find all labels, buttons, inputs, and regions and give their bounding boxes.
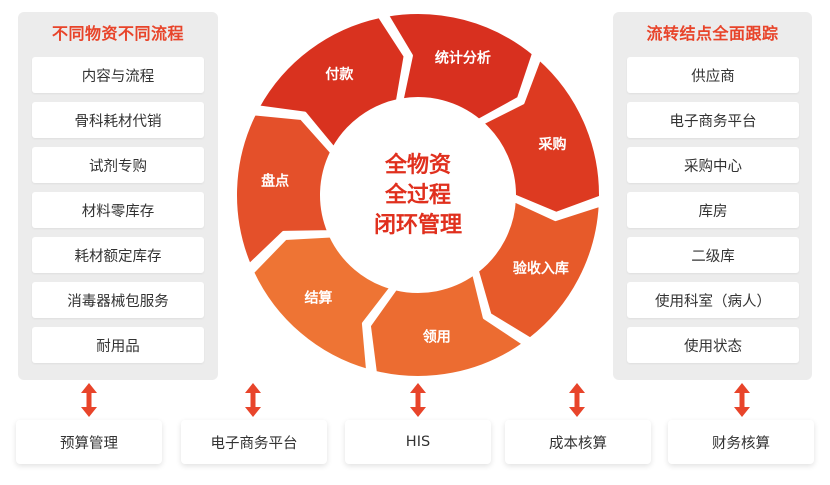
- bottom-box-cost: 成本核算: [505, 420, 651, 464]
- bottom-box-his: HIS: [345, 420, 491, 464]
- center-line-3: 闭环管理: [374, 212, 462, 238]
- cycle-segment-label: 盘点: [261, 173, 289, 190]
- cycle-segment-label: 领用: [423, 328, 451, 345]
- cycle-segment-label: 付款: [325, 66, 354, 83]
- cycle-segment: [479, 56, 603, 216]
- cycle-segment: [233, 111, 335, 268]
- cycle-segment-label: 采购: [538, 136, 567, 153]
- right-panel-item: 电子商务平台: [627, 102, 799, 138]
- bottom-box-budget: 预算管理: [16, 420, 162, 464]
- bottom-box-finance: 财务核算: [668, 420, 814, 464]
- cycle-segment: [384, 10, 536, 123]
- center-line-2: 全过程: [384, 182, 451, 208]
- left-panel-item: 试剂专购: [32, 147, 204, 183]
- double-arrow-vertical-icon: [734, 383, 750, 417]
- center-line-1: 全物资: [384, 152, 451, 178]
- left-panel-title: 不同物资不同流程: [51, 24, 184, 43]
- left-panel-item: 材料零库存: [32, 192, 204, 228]
- left-panel-item: 消毒器械包服务: [32, 282, 204, 318]
- double-arrow-vertical-icon: [410, 383, 426, 417]
- right-panel-item: 使用状态: [627, 327, 799, 363]
- right-panel: 流转结点全面跟踪 供应商 电子商务平台 采购中心 库房 二级库 使用科室（病人）…: [613, 12, 812, 380]
- left-panel-item: 耗材额定库存: [32, 237, 204, 273]
- right-panel-item: 二级库: [627, 237, 799, 273]
- cycle-center: [330, 107, 506, 283]
- cycle-segment: [250, 233, 394, 374]
- right-panel-title: 流转结点全面跟踪: [646, 24, 779, 43]
- cycle-segments: [233, 10, 603, 380]
- cycle-segment-label: 统计分析: [435, 50, 491, 67]
- bottom-box-ecommerce: 电子商务平台: [181, 420, 327, 464]
- double-arrow-vertical-icon: [569, 383, 585, 417]
- left-panel-item: 骨科耗材代销: [32, 102, 204, 138]
- cycle-segment: [255, 14, 408, 151]
- left-panel-item: 内容与流程: [32, 57, 204, 93]
- right-panel-item: 库房: [627, 192, 799, 228]
- cycle-segment: [474, 197, 603, 342]
- cycle-segment-label: 结算: [304, 289, 332, 306]
- double-arrow-vertical-icon: [245, 383, 261, 417]
- left-panel-item: 耐用品: [32, 327, 204, 363]
- right-panel-item: 采购中心: [627, 147, 799, 183]
- cycle-segment-label: 验收入库: [513, 260, 569, 277]
- right-panel-item: 供应商: [627, 57, 799, 93]
- right-panel-item: 使用科室（病人）: [627, 282, 799, 318]
- double-arrow-vertical-icon: [81, 383, 97, 417]
- left-panel: 不同物资不同流程 内容与流程 骨科耗材代销 试剂专购 材料零库存 耗材额定库存 …: [18, 12, 218, 380]
- cycle-segment: [366, 271, 527, 380]
